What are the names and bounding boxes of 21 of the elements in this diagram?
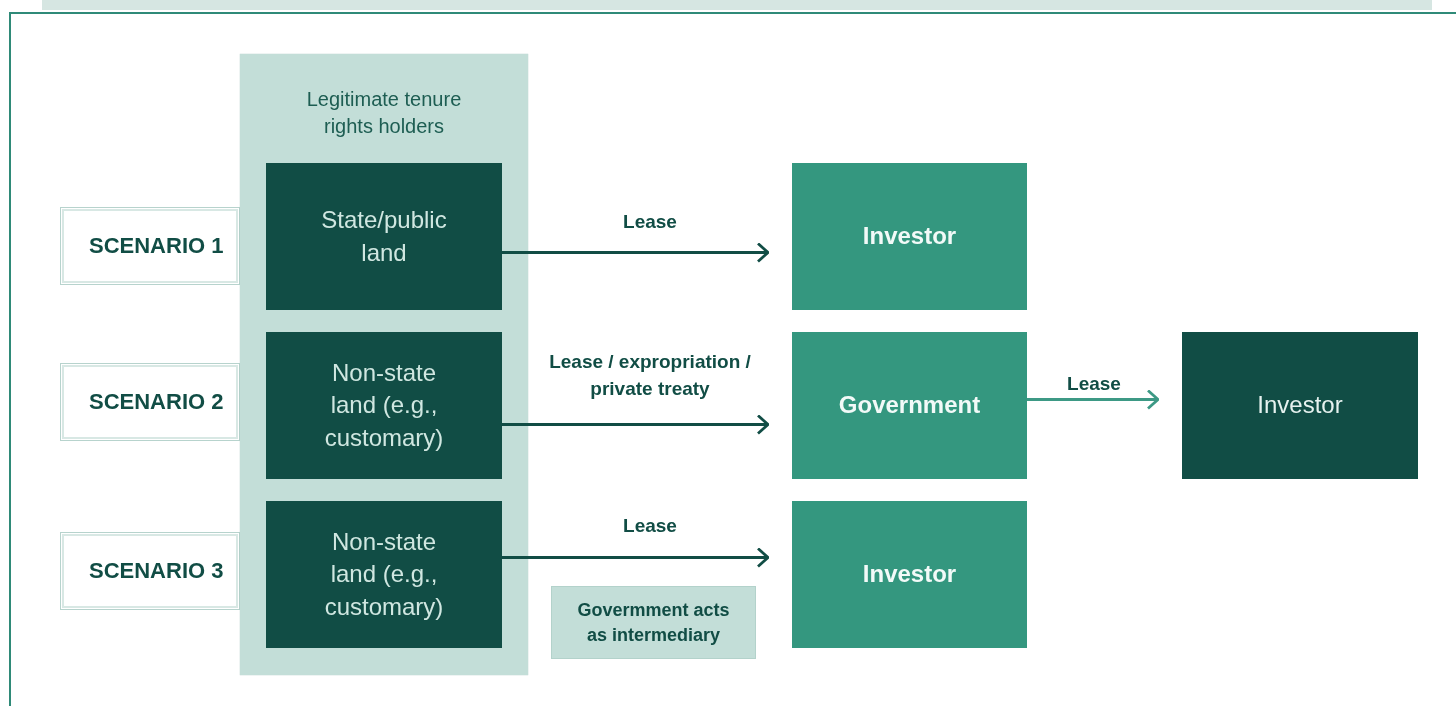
edge-label: Lease bbox=[1067, 371, 1121, 396]
arrow bbox=[1027, 389, 1160, 410]
land-box: State/public land bbox=[266, 163, 502, 310]
actor-box: Investor bbox=[792, 501, 1027, 648]
group-heading: Legitimate tenure rights holders bbox=[305, 87, 463, 139]
arrow bbox=[502, 414, 770, 435]
edge-label: Lease bbox=[623, 209, 677, 234]
land-box: Non-state land (e.g., customary) bbox=[266, 501, 502, 648]
scenario-box: SCENARIO 3 bbox=[60, 532, 240, 610]
note-box: Govermment acts as intermediary bbox=[551, 586, 756, 659]
edge-label: Lease / expropriation / private treaty bbox=[548, 350, 752, 401]
land-box: Non-state land (e.g., customary) bbox=[266, 332, 502, 479]
actor-box: Investor bbox=[792, 163, 1027, 310]
scenario-box: SCENARIO 1 bbox=[60, 207, 240, 285]
edge-label: Lease bbox=[623, 513, 677, 538]
group-panel bbox=[240, 54, 528, 675]
actor-box: Government bbox=[792, 332, 1027, 479]
scenario-box: SCENARIO 2 bbox=[60, 363, 240, 441]
arrow bbox=[502, 242, 770, 263]
actor-box: Investor bbox=[1182, 332, 1418, 479]
arrow bbox=[502, 547, 770, 568]
